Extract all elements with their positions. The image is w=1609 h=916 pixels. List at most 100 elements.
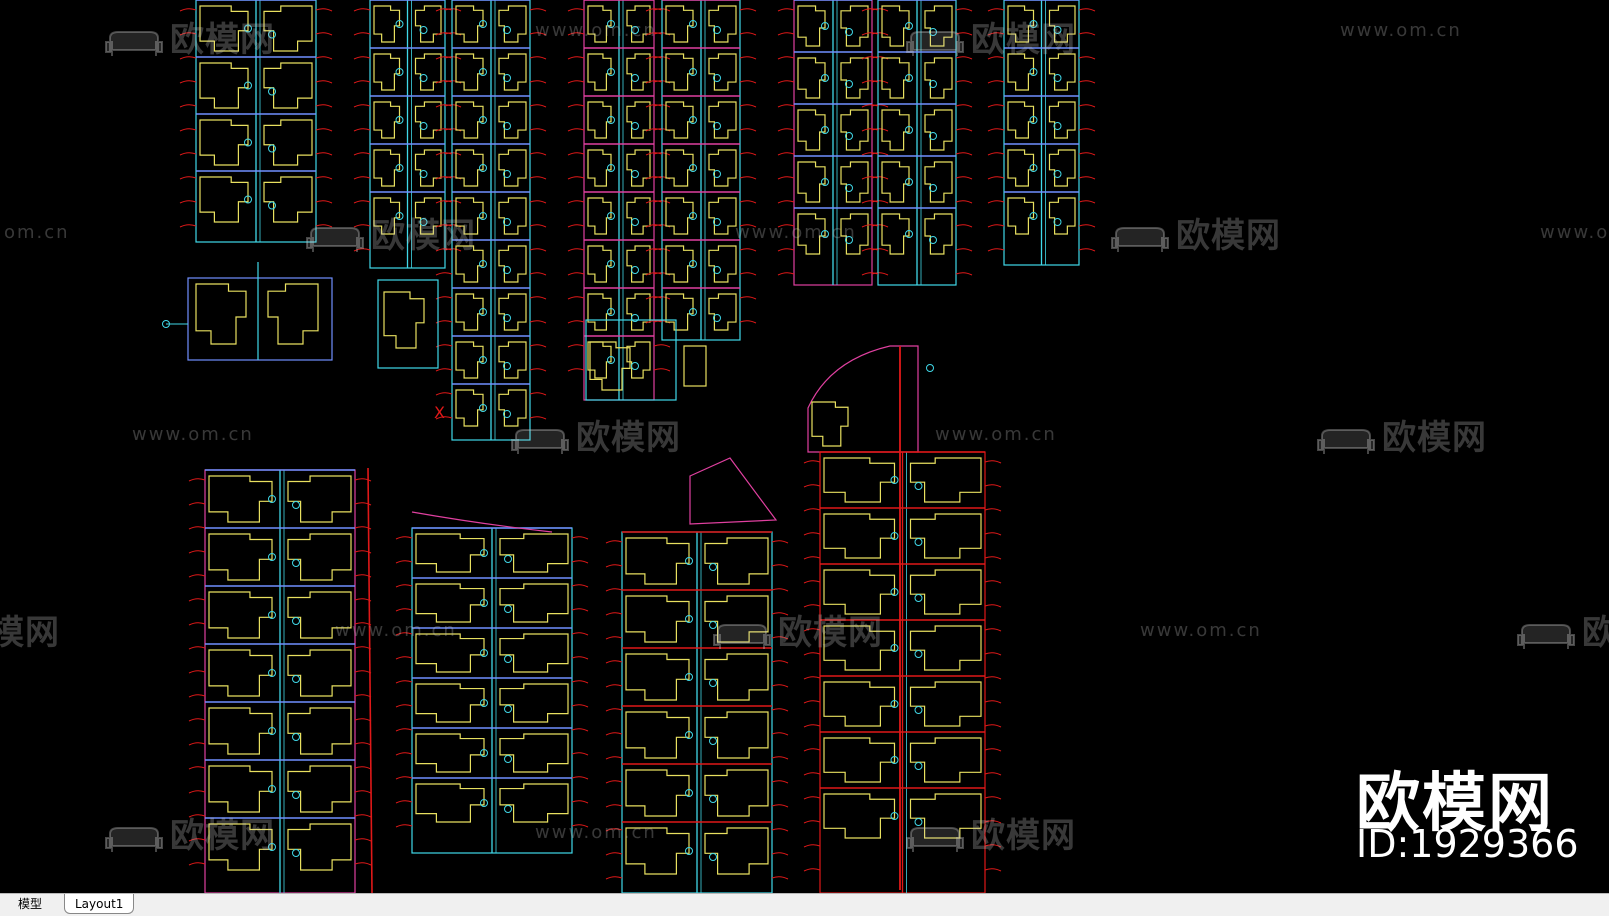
boundary-tick <box>803 772 821 776</box>
lot-marker <box>503 410 511 418</box>
building-footprint <box>499 633 569 673</box>
lot-marker <box>479 308 487 316</box>
boundary-tick <box>987 32 1005 36</box>
boundary-tick <box>1078 32 1096 36</box>
boundary-tick <box>529 320 547 324</box>
boundary-tick <box>803 532 821 536</box>
tab-layout1[interactable]: Layout1 <box>64 894 135 914</box>
lot-marker <box>685 789 693 797</box>
boundary-tick <box>777 32 795 36</box>
boundary-tick <box>571 752 589 756</box>
boundary-tick <box>435 80 453 84</box>
boundary-tick <box>188 646 206 650</box>
boundary-tick <box>435 368 453 372</box>
lot-marker <box>689 212 697 220</box>
lot-marker <box>1029 116 1038 124</box>
building-footprint <box>414 197 442 235</box>
boundary-tick <box>777 152 795 156</box>
boundary-tick <box>771 732 789 736</box>
building-footprint <box>208 707 273 755</box>
lot-marker <box>631 314 639 322</box>
boundary-tick <box>567 128 585 132</box>
lot-marker <box>845 132 853 140</box>
boundary-tick <box>571 728 589 732</box>
building-footprint <box>287 533 352 581</box>
boundary-tick <box>567 200 585 204</box>
building-footprint <box>708 101 737 139</box>
boundary-tick <box>444 104 462 108</box>
boundary-tick <box>571 800 589 804</box>
lot-marker <box>914 762 923 770</box>
building-footprint <box>415 533 485 573</box>
building-footprint <box>498 389 527 427</box>
boundary-tick <box>567 296 585 300</box>
boundary-tick <box>1078 176 1096 180</box>
lot-marker <box>268 87 276 96</box>
lot-marker <box>890 756 899 764</box>
lot-marker <box>504 755 512 763</box>
boundary-tick <box>179 80 197 84</box>
lot-marker <box>1053 218 1062 226</box>
boundary-tick <box>803 460 821 464</box>
lot-marker <box>685 847 693 855</box>
boundary-tick <box>987 176 1005 180</box>
boundary-tick <box>1078 248 1096 252</box>
boundary-tick <box>435 56 453 60</box>
boundary-tick <box>567 320 585 324</box>
drawing-canvas[interactable]: X 欧模网 欧模网 欧模网 欧模网 欧模网 欧模网 模网 欧模网 欧 欧模网 欧… <box>0 0 1609 893</box>
boundary-tick <box>354 478 372 482</box>
boundary-tick <box>645 248 663 252</box>
building-footprint <box>499 533 569 573</box>
boundary-tick <box>605 852 623 856</box>
building-footprint <box>909 625 982 671</box>
lot-marker <box>268 611 276 619</box>
lot-marker <box>419 74 428 82</box>
boundary-tick <box>435 32 453 36</box>
boundary-tick <box>803 820 821 824</box>
lot-marker <box>395 68 404 76</box>
boundary-tick <box>188 622 206 626</box>
boundary-tick <box>529 176 547 180</box>
lot-marker <box>709 853 717 861</box>
lot-marker <box>1029 20 1038 28</box>
building-footprint <box>587 5 612 43</box>
boundary-tick <box>605 732 623 736</box>
lot-marker <box>929 80 937 88</box>
boundary-tick <box>871 32 889 36</box>
cad-line <box>367 467 373 893</box>
boundary-tick <box>955 272 973 276</box>
building-footprint <box>626 149 651 187</box>
building-footprint <box>498 101 527 139</box>
lot-marker <box>504 555 512 563</box>
tab-model[interactable]: 模型 <box>8 894 53 914</box>
boundary-tick <box>984 700 1002 704</box>
building-footprint <box>823 793 896 839</box>
lot-marker <box>713 74 721 82</box>
boundary-tick <box>529 32 547 36</box>
boundary-tick <box>871 128 889 132</box>
boundary-tick <box>395 824 413 828</box>
lot-marker <box>929 236 937 244</box>
building-footprint <box>704 769 769 817</box>
boundary-tick <box>444 200 462 204</box>
boundary-tick <box>395 680 413 684</box>
lot-marker <box>268 495 276 503</box>
layout-tab-bar: 模型 Layout1 <box>0 893 1609 916</box>
lot-marker <box>821 126 829 134</box>
boundary-tick <box>179 224 197 228</box>
boundary-tick <box>315 32 333 36</box>
boundary-tick <box>861 56 879 60</box>
lot-marker <box>268 144 276 153</box>
boundary-tick <box>435 296 453 300</box>
boundary-tick <box>777 200 795 204</box>
boundary-tick <box>571 632 589 636</box>
building-footprint <box>924 57 953 99</box>
brand-logo-text: 欧模网 <box>1356 767 1554 841</box>
building-footprint <box>823 457 896 503</box>
boundary-tick <box>395 704 413 708</box>
building-footprint <box>665 245 694 283</box>
boundary-tick <box>739 8 757 12</box>
boundary-tick <box>353 128 371 132</box>
boundary-tick <box>645 320 663 324</box>
building-footprint <box>1048 149 1076 187</box>
